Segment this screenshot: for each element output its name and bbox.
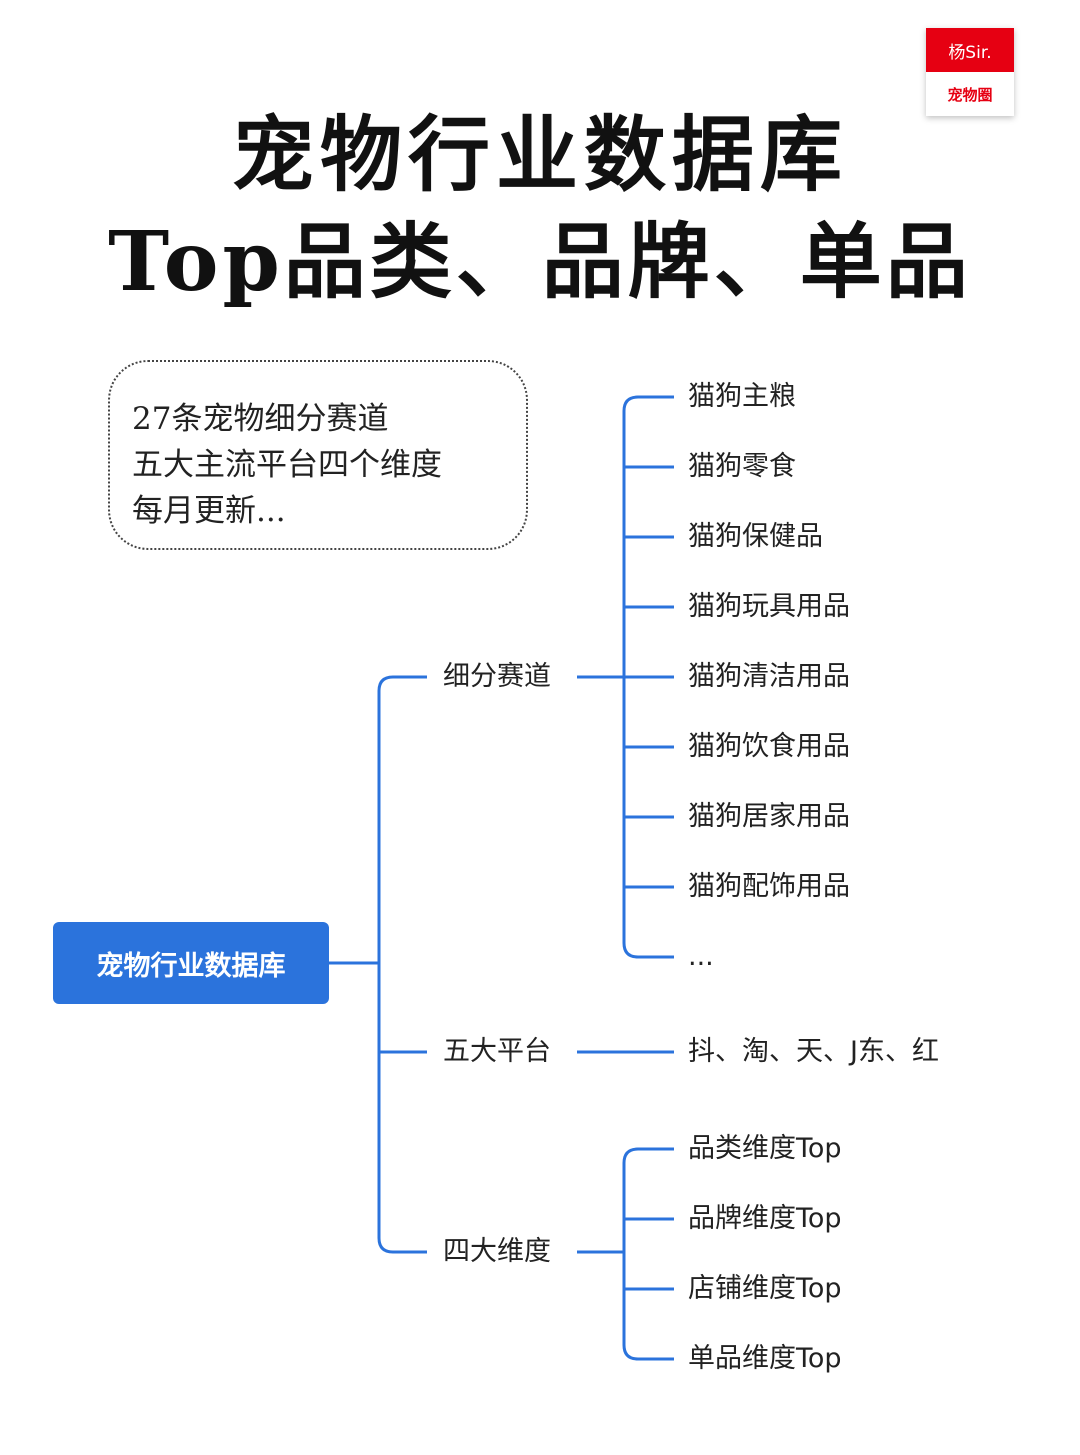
note-line-1: 27条宠物细分赛道 <box>132 401 389 437</box>
leaf-dimensions-2: 品牌维度Top <box>688 1203 842 1234</box>
root-node: 宠物行业数据库 <box>53 922 329 1004</box>
leaf-segments-2: 猫狗零食 <box>688 451 796 482</box>
leaf-segments-7: 猫狗居家用品 <box>688 801 850 832</box>
page-subtitle: Top品类、品牌、单品 <box>108 214 972 310</box>
logo-bottom-text: 宠物圈 <box>947 85 993 104</box>
note-line-2: 五大主流平台四个维度 <box>132 447 442 483</box>
brand-logo: 杨Sir. 宠物圈 <box>926 28 1014 116</box>
logo-top-text: 杨Sir. <box>926 28 1014 72</box>
leaf-segments-3: 猫狗保健品 <box>688 521 823 552</box>
leaf-bracket-dimensions <box>622 1147 674 1361</box>
leaf-segments-1: 猫狗主粮 <box>688 381 796 412</box>
leaf-dimensions-4: 单品维度Top <box>688 1343 842 1374</box>
trunk-bracket <box>377 675 427 1254</box>
branch-dimensions: 四大维度 <box>443 1236 551 1267</box>
dotted-note-box: 27条宠物细分赛道 五大主流平台四个维度 每月更新... <box>108 360 528 550</box>
leaf-segments-4: 猫狗玩具用品 <box>688 591 850 622</box>
leaf-segments-5: 猫狗清洁用品 <box>688 661 850 692</box>
leaf-segments-8: 猫狗配饰用品 <box>688 871 850 902</box>
branch-platforms: 五大平台 <box>443 1036 551 1067</box>
leaf-dimensions-1: 品类维度Top <box>688 1133 842 1164</box>
leaf-segments-6: 猫狗饮食用品 <box>688 731 850 762</box>
leaf-platforms-1: 抖、淘、天、J东、红 <box>688 1036 939 1067</box>
branch-segments: 细分赛道 <box>443 661 551 692</box>
note-line-3: 每月更新... <box>132 493 286 529</box>
page-title: 宠物行业数据库 <box>231 107 848 203</box>
leaf-dimensions-3: 店铺维度Top <box>688 1273 842 1304</box>
leaf-segments-9: ... <box>688 941 714 972</box>
